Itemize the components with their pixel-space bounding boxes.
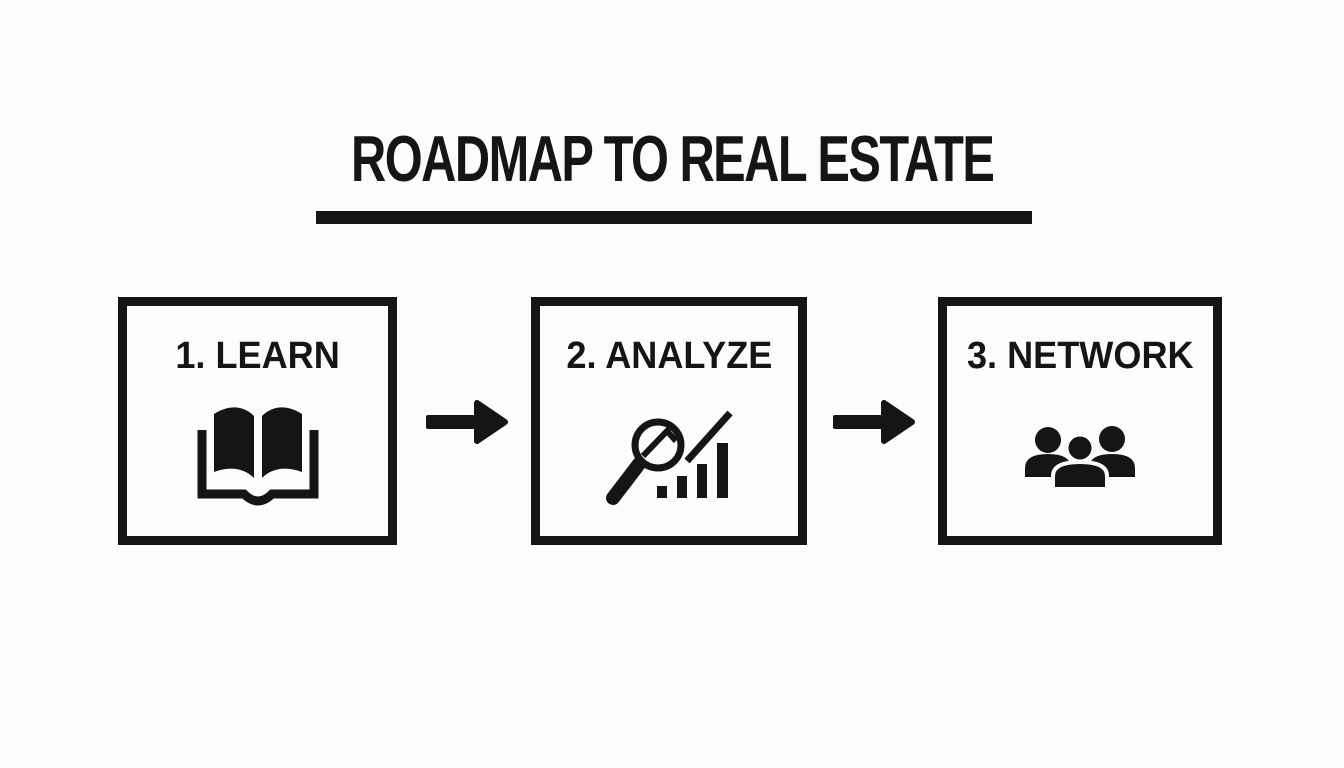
arrow-right-icon: [426, 400, 508, 444]
magnifier-trend-chart-icon: [606, 410, 733, 505]
step-icon-area: [540, 376, 798, 536]
step-icon-area: [127, 376, 388, 536]
flow-connector: [426, 400, 508, 444]
arrow-right-icon: [833, 400, 915, 444]
step-label: 3. NETWORK: [966, 335, 1194, 377]
open-book-icon: [197, 407, 318, 506]
step-box-learn: 1. LEARN: [118, 297, 397, 545]
step-box-network: 3. NETWORK: [938, 297, 1222, 545]
flow-connector: [833, 400, 915, 444]
step-label: 2. ANALYZE: [566, 335, 772, 377]
title-area: ROADMAP TO REAL ESTATE: [0, 126, 1344, 191]
step-box-analyze: 2. ANALYZE: [531, 297, 807, 545]
step-label: 1. LEARN: [175, 335, 340, 377]
step-icon-area: [947, 376, 1213, 536]
page-title: ROADMAP TO REAL ESTATE: [350, 122, 995, 195]
people-group-icon: [1025, 426, 1135, 491]
title-underline: [316, 211, 1032, 224]
